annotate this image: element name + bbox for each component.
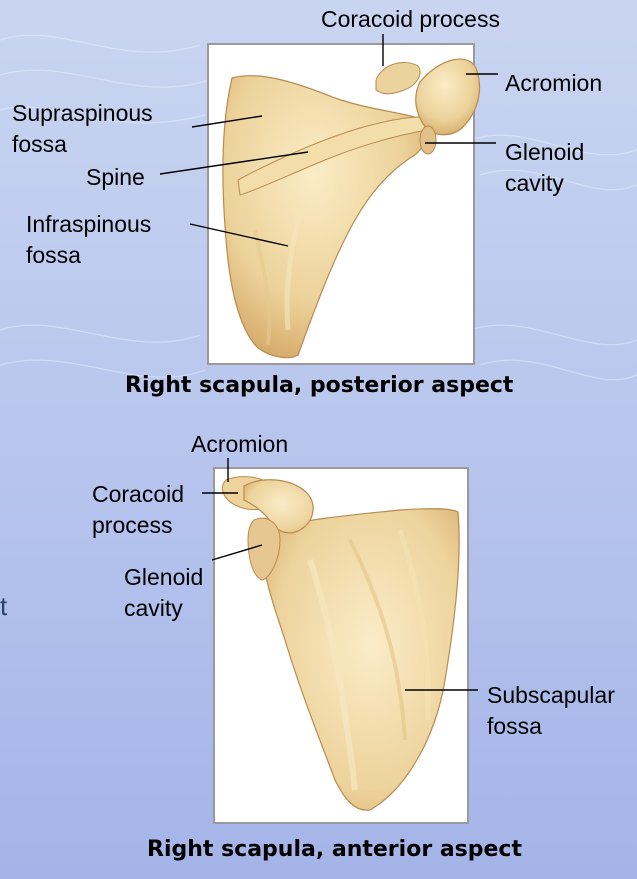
anterior-coracoid [243,479,314,534]
background-swirls [0,34,637,381]
anterior-label-coracoid-process: Coracoid process [92,481,185,538]
posterior-label-infraspinous-fossa: Infraspinous fossa [26,211,152,268]
anterior-label-subscapular-fossa: Subscapular fossa [487,682,615,739]
posterior-label-acromion: Acromion [505,70,603,96]
anterior-scapula-body [261,508,460,811]
posterior-label-glenoid-cavity: Glenoid cavity [505,139,585,196]
posterior-label-spine: Spine [86,164,145,190]
anterior-leader-lines [202,458,478,691]
posterior-acromion [415,58,481,136]
posterior-caption: Right scapula, posterior aspect [125,373,514,398]
posterior-coracoid [375,62,421,95]
anterior-caption: Right scapula, anterior aspect [147,837,522,862]
anterior-label-acromion: Acromion [191,431,289,457]
posterior-label-coracoid-process: Coracoid process [321,6,500,32]
posterior-leader-lines [159,34,498,247]
posterior-glenoid [419,125,437,155]
posterior-label-supraspinous-fossa: Supraspinous fossa [12,100,153,157]
background-text-fragment: t [0,591,8,621]
anterior-figure [213,467,469,824]
posterior-scapula-body [222,75,426,359]
anterior-label-glenoid-cavity: Glenoid cavity [124,564,204,621]
anterior-glenoid [247,517,281,581]
posterior-figure [207,43,481,365]
